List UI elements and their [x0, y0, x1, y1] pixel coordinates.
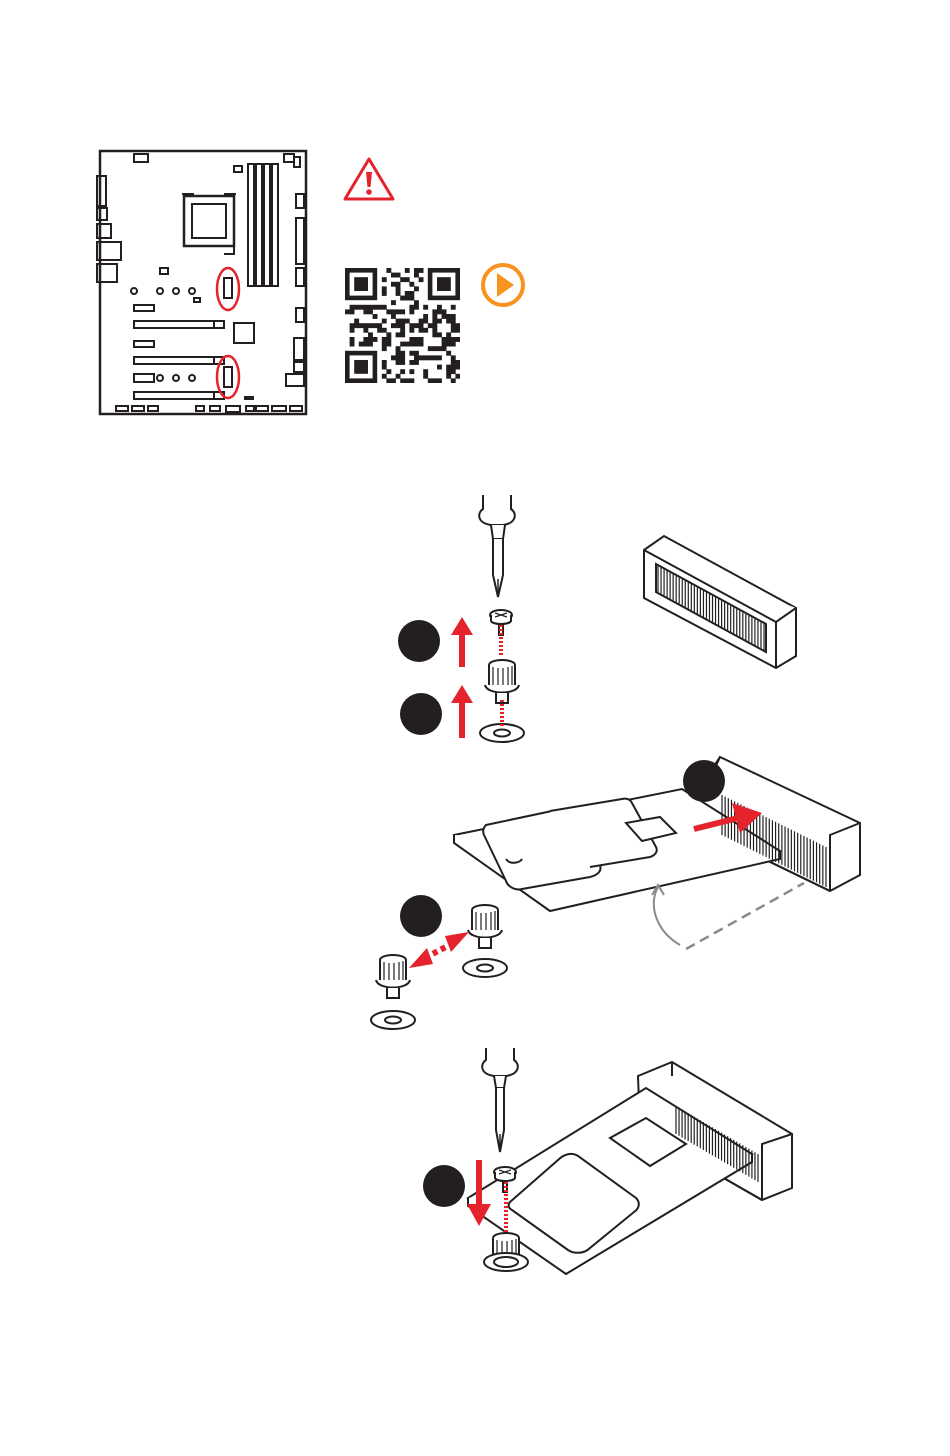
step-4-badge	[400, 895, 442, 937]
step-fasten-screw-illustration	[440, 1048, 800, 1283]
step-5-badge	[423, 1165, 465, 1207]
step-1-badge	[398, 620, 440, 662]
step-3-badge	[683, 760, 725, 802]
m2-slot-2-highlight	[217, 356, 239, 398]
qr-code[interactable]	[345, 268, 460, 383]
play-video-icon[interactable]	[479, 261, 527, 309]
warning-triangle-icon	[342, 155, 396, 203]
motherboard-layout-diagram	[94, 148, 312, 418]
step-2-badge	[400, 693, 442, 735]
m2-slot-1-highlight	[217, 268, 239, 310]
m2-connector-illustration	[636, 530, 804, 675]
